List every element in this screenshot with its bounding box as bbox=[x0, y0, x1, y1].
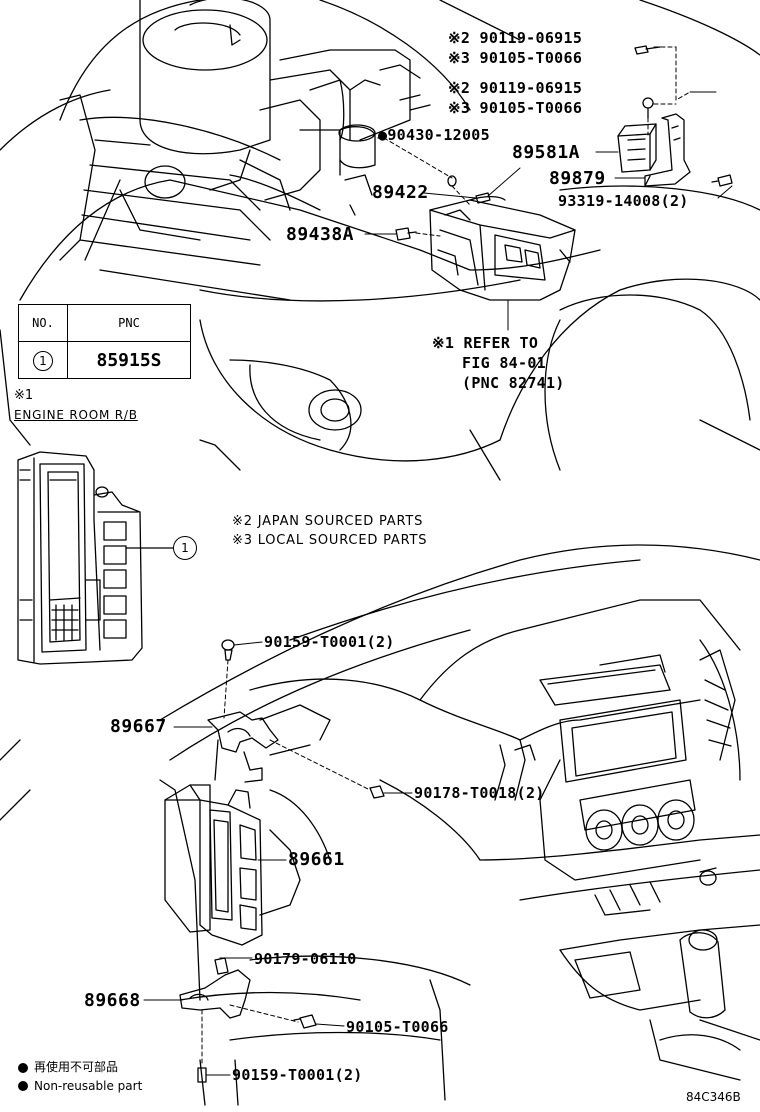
callout-90430-12005: ●90430-12005 bbox=[378, 126, 490, 144]
pnc-table-row-no: 1 bbox=[18, 341, 68, 379]
callout-local-screw-1: ※3 90105-T0066 bbox=[448, 49, 583, 67]
note-local-sourced: ※3 LOCAL SOURCED PARTS bbox=[232, 533, 428, 548]
relay-and-bracket bbox=[617, 113, 691, 187]
callout-89661: 89661 bbox=[288, 849, 345, 870]
upper-leader-lines bbox=[364, 46, 733, 331]
callout-refer-line2: FIG 84-01 bbox=[462, 354, 546, 372]
callout-89668: 89668 bbox=[84, 990, 141, 1011]
callout-refer-line3: (PNC 82741) bbox=[462, 374, 565, 392]
engine-room-rb-illustration bbox=[17, 451, 174, 665]
engine-relay-box bbox=[429, 195, 576, 301]
engine-room-title: ENGINE ROOM R/B bbox=[14, 408, 138, 422]
engine-outline bbox=[139, 0, 431, 216]
upper-fasteners bbox=[377, 45, 733, 241]
bracket-89667 bbox=[207, 639, 279, 783]
note-japan-sourced: ※2 JAPAN SOURCED PARTS bbox=[232, 514, 424, 529]
pnc-row-number-circle: 1 bbox=[33, 350, 53, 371]
legend-dot-jp bbox=[18, 1063, 28, 1073]
legend-non-reusable-jp: 再使用不可部品 bbox=[34, 1060, 119, 1074]
callout-89667: 89667 bbox=[110, 716, 167, 737]
pnc-table-header-no: NO. bbox=[18, 304, 68, 342]
callout-89879: 89879 bbox=[549, 168, 606, 189]
engine-room-mark: ※1 bbox=[14, 388, 34, 403]
bracket-89668 bbox=[179, 785, 385, 1083]
vehicle-front-outline bbox=[0, 0, 760, 481]
engine-room-callout-circle: 1 bbox=[173, 536, 197, 560]
legend-dot-en bbox=[18, 1081, 28, 1091]
callout-89581A: 89581A bbox=[512, 142, 581, 163]
pnc-table: NO. PNC 1 85915S bbox=[18, 304, 191, 379]
callout-90105-T0066-lower: 90105-T0066 bbox=[346, 1018, 449, 1036]
callout-90159-T0001-upper: 90159-T0001(2) bbox=[264, 633, 395, 651]
callout-jp-screw-2: ※2 90119-06915 bbox=[448, 79, 583, 97]
figure-code: 84C346B bbox=[686, 1090, 741, 1104]
callout-90159-T0001-lower: 90159-T0001(2) bbox=[232, 1066, 363, 1084]
callout-90179-06110: 90179-06110 bbox=[254, 950, 357, 968]
callout-90178-T0018: 90178-T0018(2) bbox=[414, 784, 545, 802]
lower-leader-lines bbox=[143, 641, 413, 1076]
ecu-illustration bbox=[164, 784, 263, 946]
legend-non-reusable-en: Non-reusable part bbox=[34, 1079, 143, 1093]
callout-89422: 89422 bbox=[372, 182, 429, 203]
callout-local-screw-2: ※3 90105-T0066 bbox=[448, 99, 583, 117]
callout-refer-line1: ※1 REFER TO bbox=[432, 334, 539, 352]
dashboard-outline bbox=[0, 544, 760, 1106]
pnc-table-row-pnc: 85915S bbox=[67, 341, 191, 379]
callout-89438A: 89438A bbox=[286, 224, 355, 245]
callout-93319-14008: 93319-14008(2) bbox=[558, 192, 689, 210]
callout-jp-screw-1: ※2 90119-06915 bbox=[448, 29, 583, 47]
pnc-table-header-pnc: PNC bbox=[67, 304, 191, 342]
